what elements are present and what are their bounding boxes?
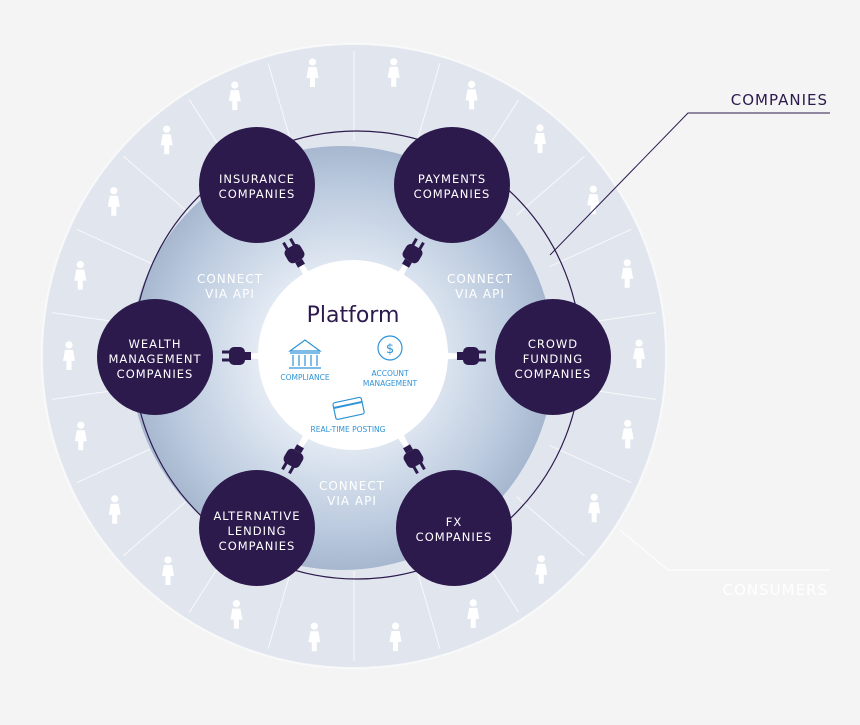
svg-text:$: $ <box>386 342 394 357</box>
spoke-line <box>414 562 441 649</box>
node-payments-companies: PAYMENTS COMPANIES <box>394 127 510 243</box>
account-label-line2: MANAGEMENT <box>363 379 418 388</box>
svg-text:ALTERNATIVE: ALTERNATIVE <box>213 509 300 523</box>
node-crowd-funding-companies: CROWD FUNDING COMPANIES <box>495 299 611 415</box>
platform-circle <box>258 260 448 450</box>
connect-api-label-right: CONNECT VIA API <box>447 272 513 301</box>
spoke-line <box>516 496 585 557</box>
svg-text:FX: FX <box>446 515 463 529</box>
svg-text:CROWD: CROWD <box>528 337 578 351</box>
spoke-line <box>516 155 585 216</box>
spoke-line <box>267 63 294 150</box>
svg-text:VIA API: VIA API <box>327 494 377 508</box>
svg-text:PAYMENTS: PAYMENTS <box>418 172 486 186</box>
spoke-line <box>76 444 159 484</box>
svg-text:COMPANIES: COMPANIES <box>416 530 493 544</box>
svg-text:CONNECT: CONNECT <box>447 272 513 286</box>
spoke-line <box>549 444 632 484</box>
node-fx-companies: FX COMPANIES <box>396 470 512 586</box>
svg-text:WEALTH: WEALTH <box>129 337 182 351</box>
compliance-icon <box>288 339 322 369</box>
svg-text:CONNECT: CONNECT <box>197 272 263 286</box>
spoke-line <box>123 155 192 216</box>
svg-text:COMPANIES: COMPANIES <box>219 539 296 553</box>
node-insurance-companies: INSURANCE COMPANIES <box>199 127 315 243</box>
dollar-icon: $ <box>377 335 403 361</box>
platform-title: Platform <box>307 303 400 328</box>
svg-text:CONNECT: CONNECT <box>319 479 385 493</box>
companies-callout-line <box>549 112 830 256</box>
spoke-line <box>414 63 441 150</box>
consumers-callout-label: CONSUMERS <box>723 581 828 599</box>
spoke-line <box>549 228 632 268</box>
consumers-callout-line <box>619 529 830 571</box>
svg-text:VIA API: VIA API <box>455 287 505 301</box>
svg-text:COMPANIES: COMPANIES <box>414 187 491 201</box>
companies-callout-label: COMPANIES <box>731 91 828 109</box>
node-wealth-management-companies: WEALTH MANAGEMENT COMPANIES <box>97 299 213 415</box>
svg-text:COMPANIES: COMPANIES <box>219 187 296 201</box>
node-alternative-lending-companies: ALTERNATIVE LENDING COMPANIES <box>199 470 315 586</box>
svg-text:VIA API: VIA API <box>205 287 255 301</box>
connect-api-label-bottom: CONNECT VIA API <box>319 479 385 508</box>
spoke-line <box>123 496 192 557</box>
svg-text:LENDING: LENDING <box>227 524 286 538</box>
svg-text:FUNDING: FUNDING <box>523 352 583 366</box>
compliance-label: COMPLIANCE <box>280 373 330 382</box>
spoke-line <box>76 228 159 268</box>
connect-api-label-left: CONNECT VIA API <box>197 272 263 301</box>
svg-text:COMPANIES: COMPANIES <box>515 367 592 381</box>
account-label-line1: ACCOUNT <box>371 369 408 378</box>
credit-card-icon <box>332 396 365 420</box>
posting-label: REAL-TIME POSTING <box>311 425 386 434</box>
svg-text:MANAGEMENT: MANAGEMENT <box>108 352 201 366</box>
svg-text:COMPANIES: COMPANIES <box>117 367 194 381</box>
spoke-line <box>267 562 294 649</box>
svg-text:INSURANCE: INSURANCE <box>219 172 295 186</box>
